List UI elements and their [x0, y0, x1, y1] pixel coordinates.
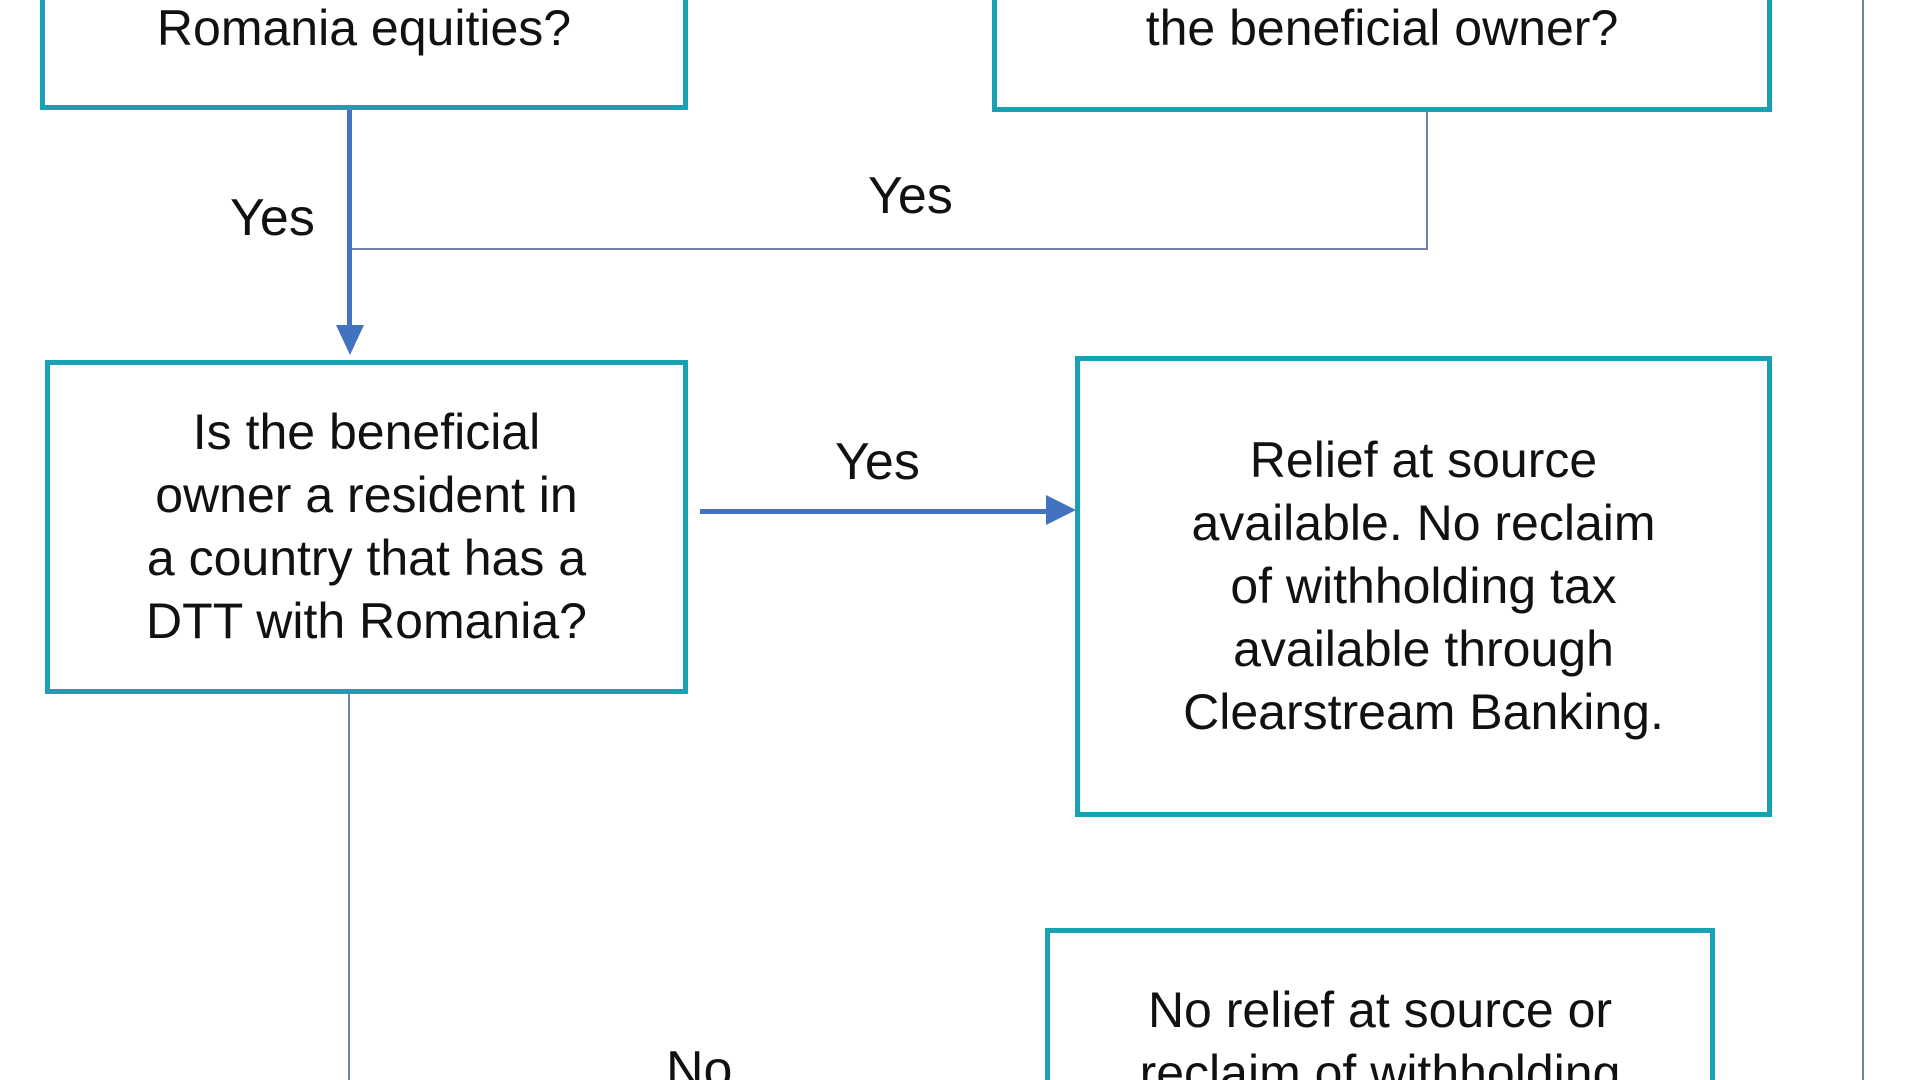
node-dtt-question: Is the beneficial owner a resident in a … — [45, 360, 688, 694]
node-line: available. No reclaim — [1191, 495, 1656, 551]
edge-label-yes-top-middle: Yes — [868, 167, 953, 225]
node-line: owner a resident in — [155, 467, 578, 523]
node-line: Clearstream Banking. — [1183, 684, 1664, 740]
edge-label-yes-top-left: Yes — [230, 189, 315, 247]
arrowhead-down-icon — [336, 325, 364, 355]
node-line: DTT with Romania? — [146, 593, 587, 649]
arrowhead-right-icon — [1046, 495, 1076, 525]
node-line: available through — [1233, 621, 1614, 677]
node-line: a country that has a — [146, 530, 587, 586]
edge-label-no-bottom: No — [666, 1041, 733, 1080]
connector-no-branch-down — [348, 694, 350, 1080]
node-no-relief: No relief at source or reclaim of withho… — [1045, 928, 1715, 1080]
connector-from-beneficial-owner-box — [1426, 112, 1428, 250]
node-romania-equities: Romania equities? — [40, 0, 688, 110]
connector-horizontal-yes-line — [349, 248, 1427, 250]
node-line: Relief at source — [1249, 432, 1598, 488]
node-relief-at-source: Relief at source available. No reclaim o… — [1075, 356, 1772, 817]
node-line: Is the beneficial — [192, 404, 541, 460]
node-beneficial-owner-question: the beneficial owner? — [992, 0, 1772, 112]
node-line: reclaim of withholding — [1139, 1045, 1621, 1080]
node-line: of withholding tax — [1230, 558, 1617, 614]
connector-right-edge-vertical — [1862, 0, 1864, 1080]
node-line: No relief at source or — [1147, 982, 1613, 1038]
arrow-right-shaft — [700, 509, 1046, 514]
arrow-down-shaft — [347, 108, 352, 325]
node-line: the beneficial owner? — [1145, 0, 1619, 56]
edge-label-yes-middle: Yes — [835, 433, 920, 491]
node-line: Romania equities? — [156, 0, 572, 56]
